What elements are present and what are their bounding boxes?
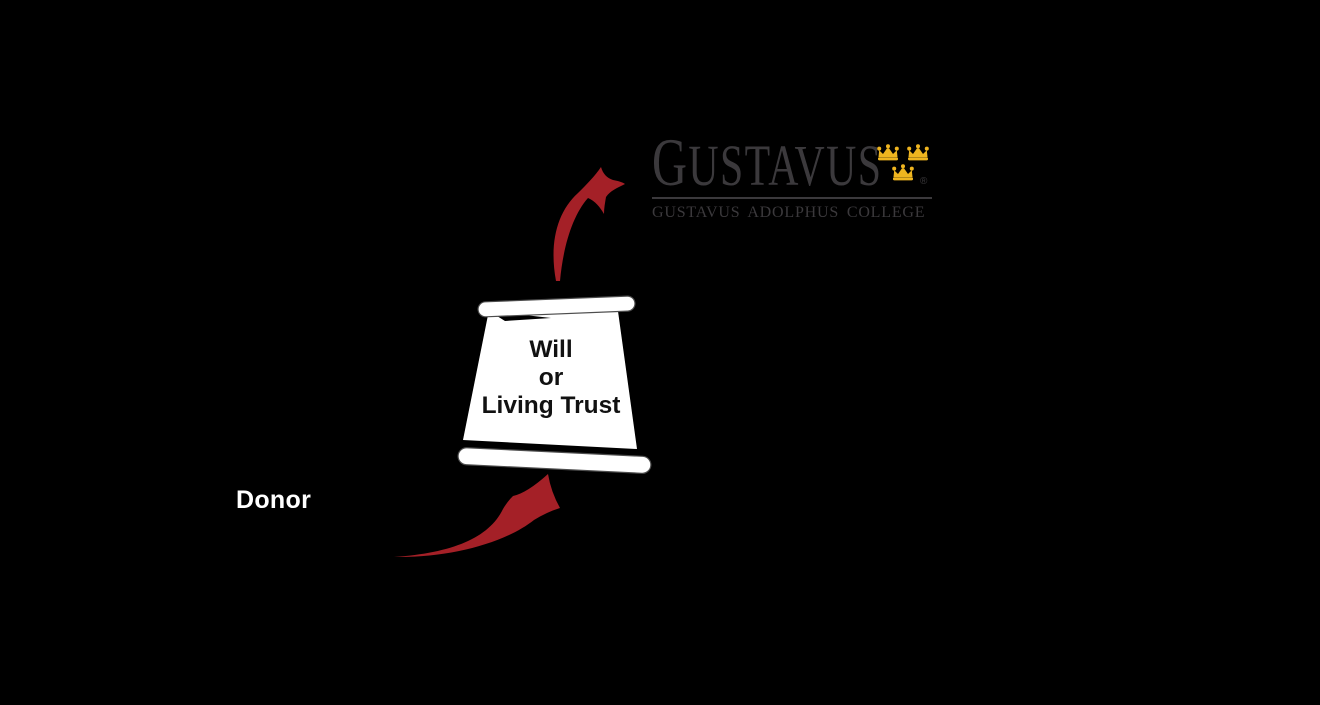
scroll-text-line-1: Will bbox=[529, 336, 573, 363]
scroll-text-line-3: Living Trust bbox=[481, 392, 621, 419]
scroll-text-line-2: or bbox=[538, 364, 564, 391]
donor-label: Donor bbox=[236, 486, 312, 514]
logo-divider-rule bbox=[652, 197, 932, 199]
donor-to-will-arrow bbox=[394, 474, 560, 558]
gustavus-wordmark: GUSTAVUS bbox=[652, 125, 883, 200]
will-to-gustavus-arrow bbox=[553, 167, 625, 281]
registered-trademark-symbol: ® bbox=[920, 176, 928, 187]
scroll-body bbox=[463, 304, 637, 449]
gustavus-tagline: GUSTAVUS ADOLPHUS COLLEGE bbox=[652, 204, 926, 221]
scroll-top-rod bbox=[477, 295, 636, 318]
scroll-bottom-rod bbox=[457, 447, 652, 474]
will-or-living-trust-label: Will or Living Trust bbox=[468, 336, 634, 420]
